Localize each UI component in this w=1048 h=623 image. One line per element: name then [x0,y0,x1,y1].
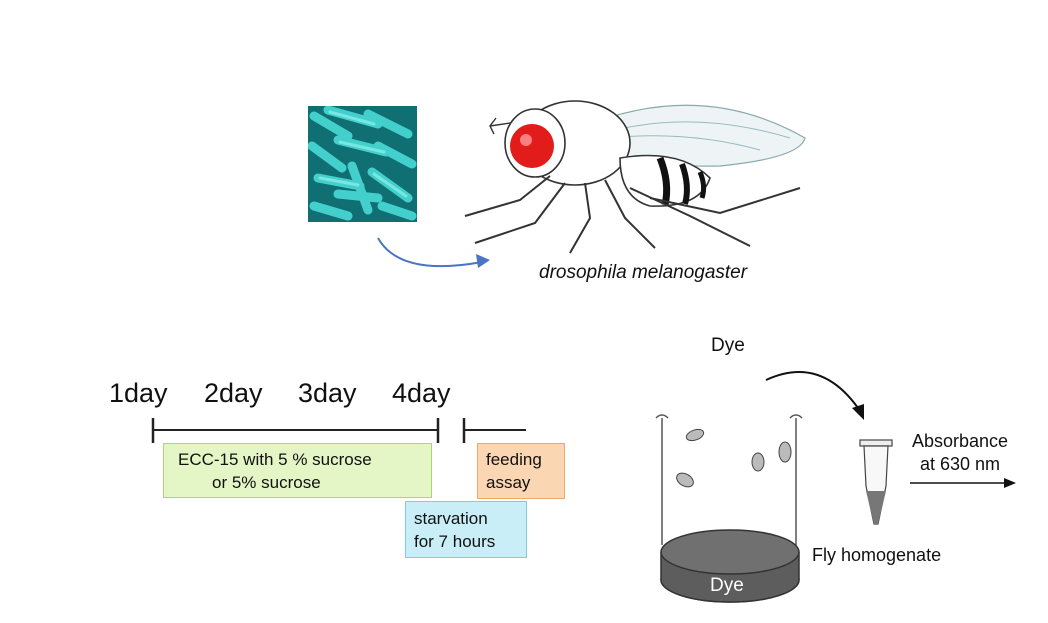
timeline-axis [148,415,528,449]
fly-homogenate-label: Fly homogenate [812,545,942,565]
ecc15-line-2: or 5% sucrose [212,473,321,492]
feeding-chamber [650,410,810,610]
absorbance-label: Absorbance at 630 nm [912,430,1008,476]
species-caption: drosophila melanogaster [539,262,748,283]
absorbance-line-2: at 630 nm [920,454,1001,474]
microcentrifuge-tube [856,436,896,536]
day-label-3: 3day [298,378,357,408]
dye-dish-label: Dye [710,575,744,596]
fruit-fly-illustration [460,88,810,258]
dye-label: Dye [711,335,745,356]
starvation-line-1: starvation [414,509,488,528]
day-label-4: 4day [392,378,451,408]
starvation-line-2: for 7 hours [414,532,496,551]
ecc15-treatment-box: ECC-15 with 5 % sucrose or 5% sucrose [163,443,432,498]
ecc15-line-1: ECC-15 with 5 % sucrose [178,450,372,469]
day-label-2: 2day [204,378,263,408]
day-label-1: 1day [109,378,168,408]
transfer-arrow [370,232,495,282]
feeding-assay-box: feeding assay [477,443,565,499]
starvation-box: starvation for 7 hours [405,501,527,558]
absorbance-line-1: Absorbance [912,431,1009,451]
feeding-line-1: feeding [486,450,542,469]
bacteria-micrograph [307,105,417,222]
feeding-line-2: assay [486,473,531,492]
dye-transfer-arrow [760,360,880,430]
absorbance-arrow [910,475,1020,491]
